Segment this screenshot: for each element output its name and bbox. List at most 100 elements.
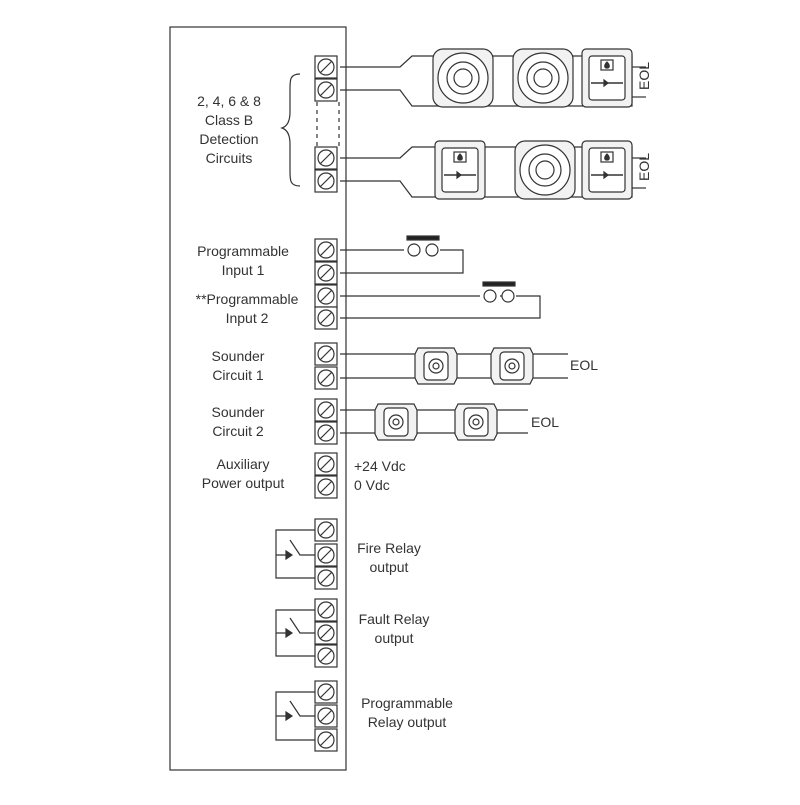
terminal-slot xyxy=(319,289,333,303)
screw-terminal xyxy=(314,598,338,622)
devices xyxy=(285,48,633,722)
relay-arrow xyxy=(285,627,294,639)
screw-terminal xyxy=(314,306,338,330)
prog-input-1-line-2: Input 1 xyxy=(221,262,265,278)
push-switch xyxy=(406,235,440,257)
relay-arrow xyxy=(285,710,294,722)
aux-value-24v: +24 Vdc xyxy=(354,458,406,474)
panel-outline xyxy=(169,26,347,771)
prog-relay-line-2: Relay output xyxy=(367,714,447,730)
eol-label-detection-1: EOL xyxy=(636,61,653,91)
flame-icon xyxy=(604,153,610,161)
screw-terminal xyxy=(314,566,338,590)
aux-power-line-1: Auxiliary xyxy=(216,456,270,472)
terminal-slot xyxy=(319,571,333,585)
terminal-slot xyxy=(319,266,333,280)
manual-call-point xyxy=(581,48,633,108)
screw-terminal xyxy=(314,238,338,262)
detector-center xyxy=(453,68,473,88)
switch-contact-right xyxy=(501,289,515,303)
sounder xyxy=(454,403,498,441)
relay-arrow xyxy=(285,549,294,561)
screw-terminal xyxy=(314,398,338,422)
flame-icon xyxy=(604,61,610,69)
fire-relay-wiring xyxy=(275,529,317,579)
screw-terminal xyxy=(314,475,338,499)
aux-power-label: Auxiliary Power output xyxy=(202,455,285,493)
terminal-slot xyxy=(319,347,333,361)
terminal-slot xyxy=(319,403,333,417)
smoke-detector xyxy=(512,48,574,108)
terminal-slot xyxy=(319,151,333,165)
sounder xyxy=(490,347,534,385)
eol-label-sounder-2: EOL xyxy=(531,414,560,430)
sounder-2-label: Sounder Circuit 2 xyxy=(212,403,265,441)
fire-relay-line-2: output xyxy=(369,559,409,575)
switch-contact-left xyxy=(407,243,421,257)
callpoint-arrow xyxy=(456,170,462,180)
screw-terminal xyxy=(314,284,338,308)
flame-icon xyxy=(457,153,463,161)
fault-relay-line-2: output xyxy=(374,630,414,646)
manual-call-point xyxy=(434,140,486,200)
sounder-1-label: Sounder Circuit 1 xyxy=(212,347,265,385)
terminal-strip xyxy=(314,55,338,752)
smoke-detector xyxy=(514,140,576,200)
sounder-2-wiring xyxy=(340,409,528,434)
aux-values-label: +24 Vdc 0 Vdc xyxy=(354,457,406,495)
eol-label-sounder-1: EOL xyxy=(570,357,599,373)
detector-center xyxy=(533,68,553,88)
detection-label: 2, 4, 6 & 8 Class B Detection Circuits xyxy=(197,92,261,168)
terminal-slot xyxy=(319,480,333,494)
screw-terminal xyxy=(314,366,338,390)
screw-terminal xyxy=(314,543,338,567)
fire-relay-line-1: Fire Relay xyxy=(357,540,421,556)
terminal-slot xyxy=(319,685,333,699)
push-switch xyxy=(482,281,516,303)
switch-bar xyxy=(406,235,440,241)
smoke-detector xyxy=(432,48,494,108)
screw-terminal xyxy=(314,169,338,193)
terminal-slot xyxy=(319,709,333,723)
terminal-slot xyxy=(319,426,333,440)
relay-contact xyxy=(285,710,294,722)
sounder-1-line-1: Sounder xyxy=(211,348,265,364)
screw-terminal xyxy=(314,452,338,476)
detection-line-3: Detection xyxy=(199,131,259,147)
relay-contact xyxy=(285,549,294,561)
callpoint-face xyxy=(588,147,626,193)
terminal-slot xyxy=(319,626,333,640)
screw-terminal xyxy=(314,78,338,102)
prog-input-1-label: Programmable Input 1 xyxy=(197,242,289,280)
terminal-slot xyxy=(319,243,333,257)
terminal-slot xyxy=(319,649,333,663)
aux-power-line-2: Power output xyxy=(201,475,285,491)
sounder xyxy=(414,347,458,385)
screw-terminal xyxy=(314,680,338,704)
sounder-2-line-1: Sounder xyxy=(211,404,265,420)
fire-relay-label: Fire Relay output xyxy=(357,539,421,577)
manual-call-point xyxy=(581,140,633,200)
terminal-slot xyxy=(319,603,333,617)
callpoint-face xyxy=(441,147,479,193)
terminal-slot xyxy=(319,457,333,471)
fault-relay-wiring xyxy=(275,609,317,657)
terminal-slot xyxy=(319,174,333,188)
switch-contact-left xyxy=(483,289,497,303)
terminal-slot xyxy=(319,60,333,74)
eol-label-detection-2: EOL xyxy=(636,152,653,182)
screw-terminal xyxy=(314,261,338,285)
terminal-slot xyxy=(319,83,333,97)
callpoint-face xyxy=(588,55,626,101)
switch-bar xyxy=(482,281,516,287)
sounder-2-line-2: Circuit 2 xyxy=(212,423,264,439)
screw-terminal xyxy=(314,421,338,445)
detector-center xyxy=(535,160,555,180)
screw-terminal xyxy=(314,644,338,668)
sounder xyxy=(374,403,418,441)
callpoint-arrow xyxy=(603,170,609,180)
relay-contact xyxy=(285,627,294,639)
screw-terminal xyxy=(314,55,338,79)
prog-input-1-wiring xyxy=(340,249,464,274)
